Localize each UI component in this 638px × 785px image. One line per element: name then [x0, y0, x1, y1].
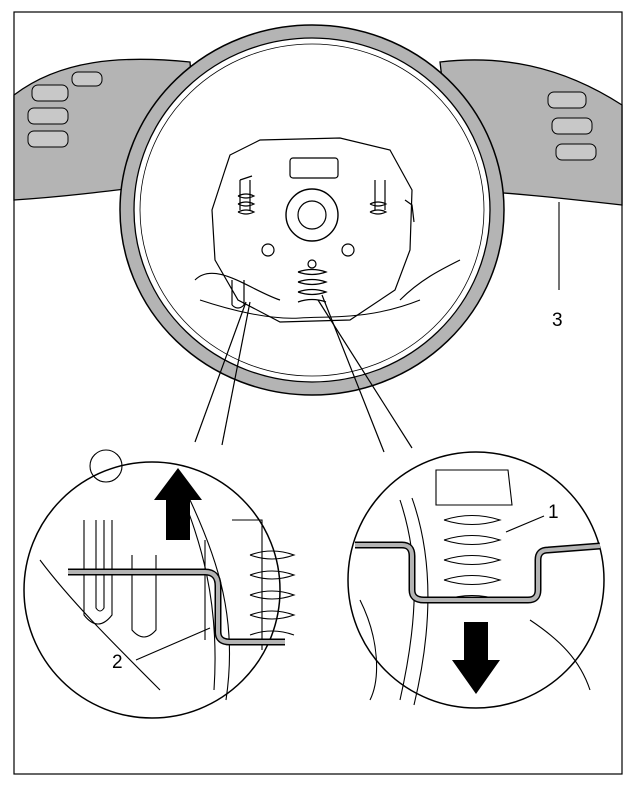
- left-detail-magnifier: [23, 449, 296, 719]
- callout-label-2: 2: [112, 652, 123, 673]
- up-arrow-icon: [154, 468, 202, 540]
- steering-wheel-rim: [119, 24, 505, 396]
- hub-assembly: [194, 137, 461, 323]
- down-arrow-icon: [452, 622, 500, 694]
- callout-leaders: [135, 202, 560, 661]
- right-detail-magnifier: [347, 451, 605, 709]
- magnifier-leaders: [194, 294, 413, 453]
- callout-label-3: 3: [552, 310, 563, 331]
- callout-label-1: 1: [548, 502, 559, 523]
